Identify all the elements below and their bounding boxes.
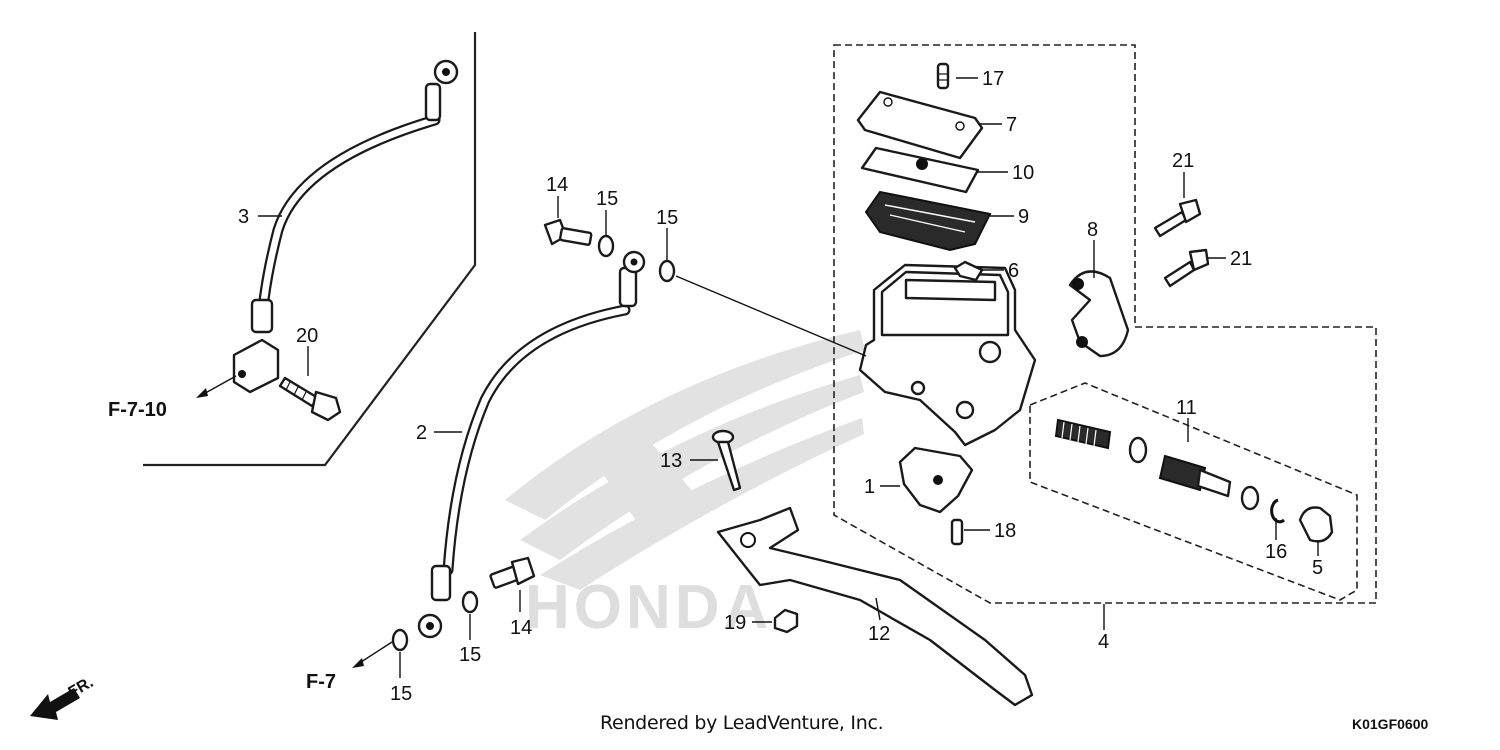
watermark-text: HONDA — [525, 573, 772, 642]
brake-lever — [716, 506, 1034, 707]
clip-6 — [953, 260, 984, 282]
washer-15-c — [461, 590, 479, 614]
section-divider — [143, 32, 477, 467]
washer-15-a — [597, 234, 615, 258]
leader-lines — [258, 77, 1319, 678]
pivot-nut — [773, 608, 799, 634]
callout-15-c: 15 — [459, 644, 481, 666]
callout-21-a: 21 — [1172, 150, 1194, 172]
dust-boot — [1298, 506, 1334, 543]
banjo-bolt-lower — [489, 556, 536, 589]
honda-watermark: HONDA — [505, 330, 865, 642]
reference-arrow-lower — [352, 641, 393, 668]
reference-upper-hose: F-7-10 — [108, 399, 167, 421]
callout-13: 13 — [660, 450, 682, 472]
diaphragm-plate — [860, 146, 980, 194]
bolt-20 — [278, 376, 342, 422]
lower-brake-hose — [417, 250, 646, 639]
master-cylinder-assembly-outline — [833, 44, 1377, 604]
callout-15-b: 15 — [656, 207, 678, 229]
callout-7: 7 — [1006, 114, 1017, 136]
diaphragm — [864, 190, 992, 252]
callout-14-b: 14 — [510, 617, 532, 639]
holder-bolt-21-a — [1153, 198, 1202, 238]
callout-20: 20 — [296, 325, 318, 347]
diagram-code: K01GF0600 — [1352, 716, 1429, 732]
callout-11: 11 — [1176, 397, 1197, 419]
upper-brake-hose — [232, 59, 459, 394]
pivot-bolt — [711, 429, 742, 492]
reservoir-cap — [856, 90, 984, 160]
callout-19: 19 — [724, 612, 746, 634]
render-credit: Rendered by LeadVenture, Inc. — [600, 712, 884, 734]
washer-15-b — [658, 259, 676, 283]
callout-1: 1 — [864, 476, 875, 498]
callout-14-a: 14 — [546, 174, 568, 196]
callout-9: 9 — [1018, 206, 1029, 228]
piston-set-outline — [1029, 382, 1358, 601]
master-cylinder-body — [858, 263, 1037, 447]
reference-arrow-upper — [196, 375, 237, 398]
callout-15-d: 15 — [390, 683, 412, 705]
callout-3: 3 — [238, 206, 249, 228]
callout-10: 10 — [1012, 162, 1034, 184]
banjo-bolt-upper — [543, 218, 593, 246]
callout-17: 17 — [982, 68, 1004, 90]
callout-16: 16 — [1265, 541, 1287, 563]
callout-12: 12 — [868, 623, 890, 645]
holder-bolt-21-b — [1163, 248, 1210, 288]
washer-15-d — [391, 628, 409, 652]
cap-screw — [936, 62, 950, 90]
front-direction-arrow: FR. — [30, 674, 96, 720]
piston-set — [1054, 418, 1232, 498]
callout-6: 6 — [1008, 260, 1019, 282]
callout-4: 4 — [1098, 631, 1109, 653]
callout-8: 8 — [1087, 219, 1098, 241]
reference-lower-hose: F-7 — [306, 671, 336, 693]
circlip — [1270, 498, 1285, 524]
callout-5: 5 — [1312, 557, 1323, 579]
holder-clamp — [1068, 270, 1130, 358]
callout-15-a: 15 — [596, 188, 618, 210]
callout-18: 18 — [994, 520, 1016, 542]
callout-2: 2 — [416, 422, 427, 444]
callout-21-b: 21 — [1230, 248, 1252, 270]
piston-seal — [1240, 485, 1260, 511]
switch-screw — [950, 518, 964, 546]
